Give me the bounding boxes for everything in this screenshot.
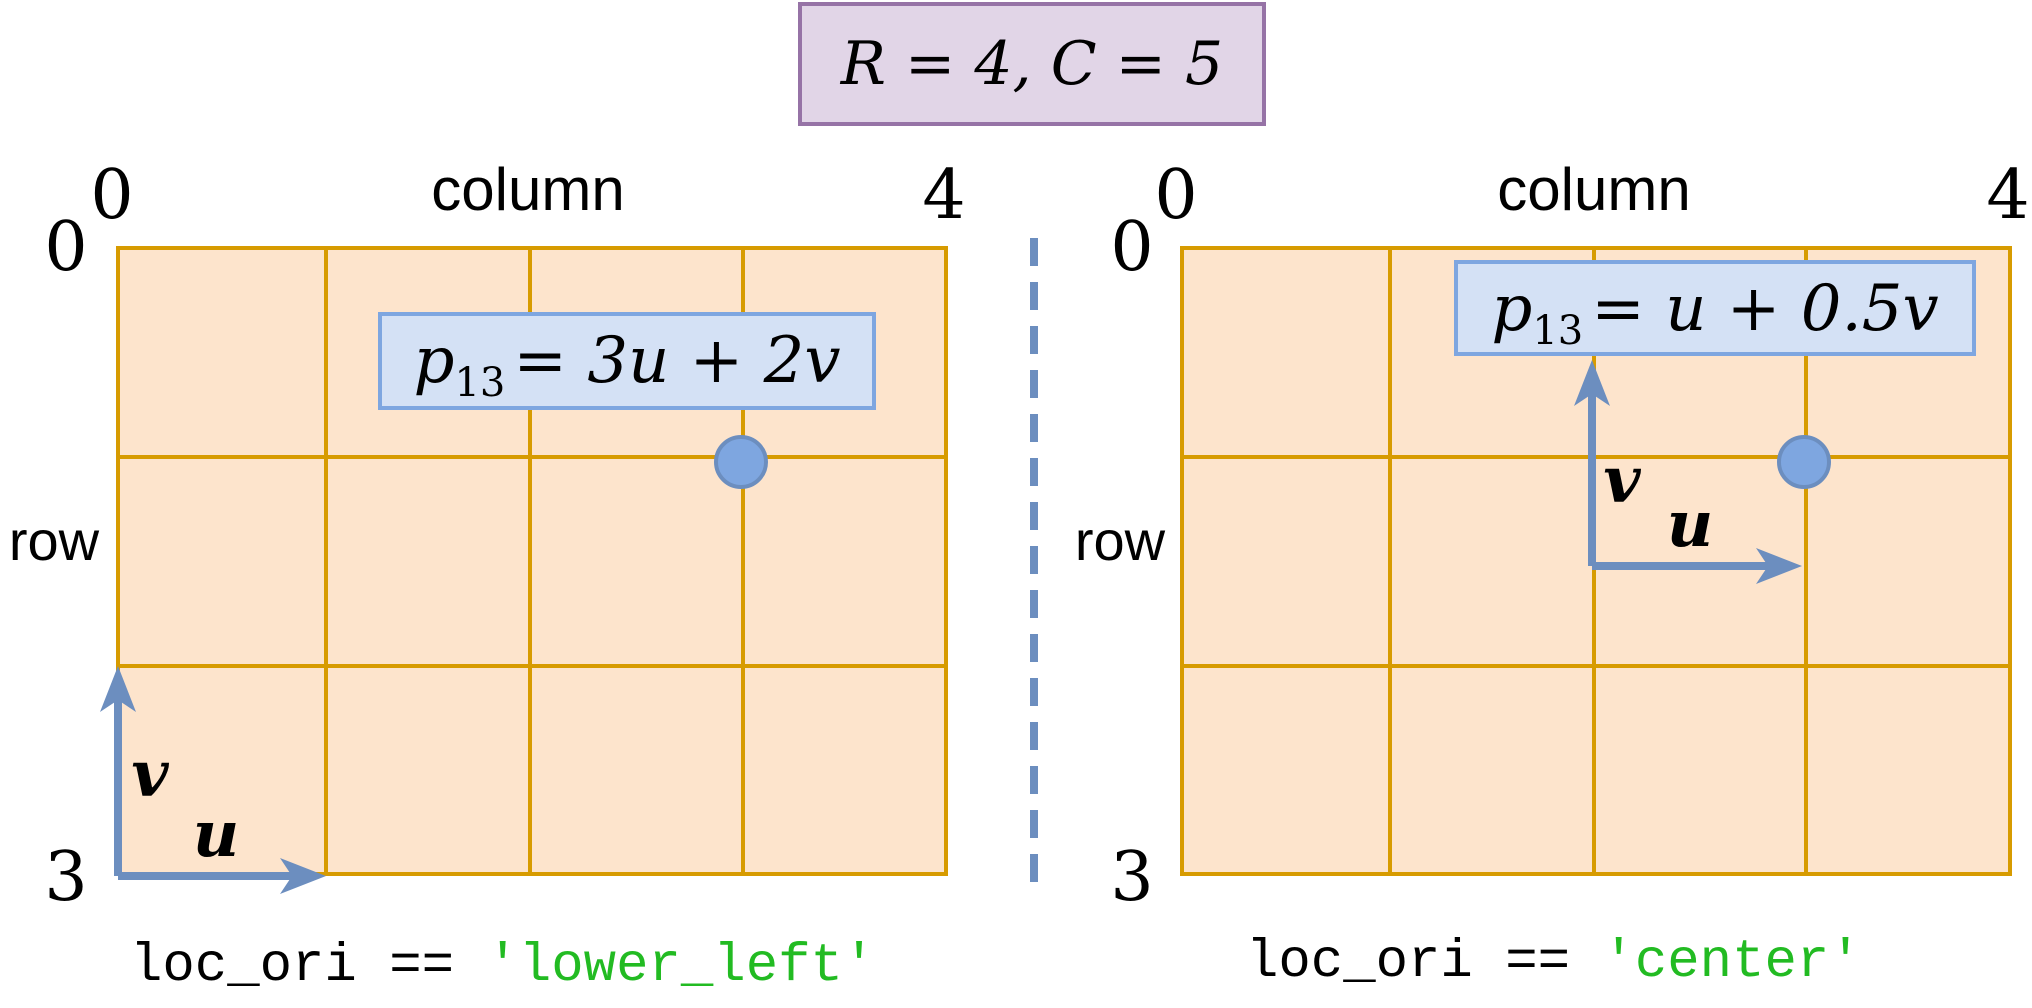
v-arrowhead: [1574, 360, 1610, 406]
code-line: loc_ori == 'lower_left': [130, 936, 875, 997]
code-line: loc_ori == 'center': [1246, 932, 1862, 993]
col-axis-label: column: [431, 156, 624, 223]
v-label: v: [1603, 443, 1641, 518]
v-arrowhead: [100, 666, 136, 712]
col-end-label: 4: [1986, 156, 2029, 235]
basis-arrows: v u: [100, 666, 326, 894]
point-p13: [714, 435, 768, 489]
row-end-label: 3: [44, 838, 87, 917]
u-arrowhead: [1756, 548, 1802, 584]
u-label: u: [193, 797, 240, 872]
row-axis-label: row: [9, 509, 100, 572]
row-start-label: 0: [1110, 208, 1153, 287]
row-end-label: 3: [1110, 838, 1153, 917]
row-axis-label: row: [1075, 509, 1166, 572]
col-start-label: 0: [90, 156, 133, 235]
formula-text: p13= u + 0.5v: [1491, 272, 1938, 354]
col-start-label: 0: [1154, 156, 1197, 235]
col-axis-label: column: [1497, 156, 1690, 223]
u-label: u: [1667, 487, 1714, 562]
panel-center: 0 column 4 0 row 3 p13= u + 0.5v v: [1075, 156, 2030, 993]
header-box: R = 4, C = 5: [798, 2, 1266, 126]
panel-lower-left: 0 column 4 0 row 3 p13= 3u + 2v v u: [9, 156, 966, 997]
basis-arrows: v u: [1574, 360, 1802, 584]
header-text: R = 4, C = 5: [840, 29, 1223, 99]
col-end-label: 4: [922, 156, 965, 235]
row-start-label: 0: [44, 208, 87, 287]
point-p13: [1777, 435, 1831, 489]
formula-text: p13= 3u + 2v: [414, 324, 841, 406]
formula-box: p13= u + 0.5v: [1454, 260, 1976, 356]
v-label: v: [131, 737, 169, 812]
u-arrowhead: [280, 858, 326, 894]
formula-box: p13= 3u + 2v: [378, 312, 876, 410]
